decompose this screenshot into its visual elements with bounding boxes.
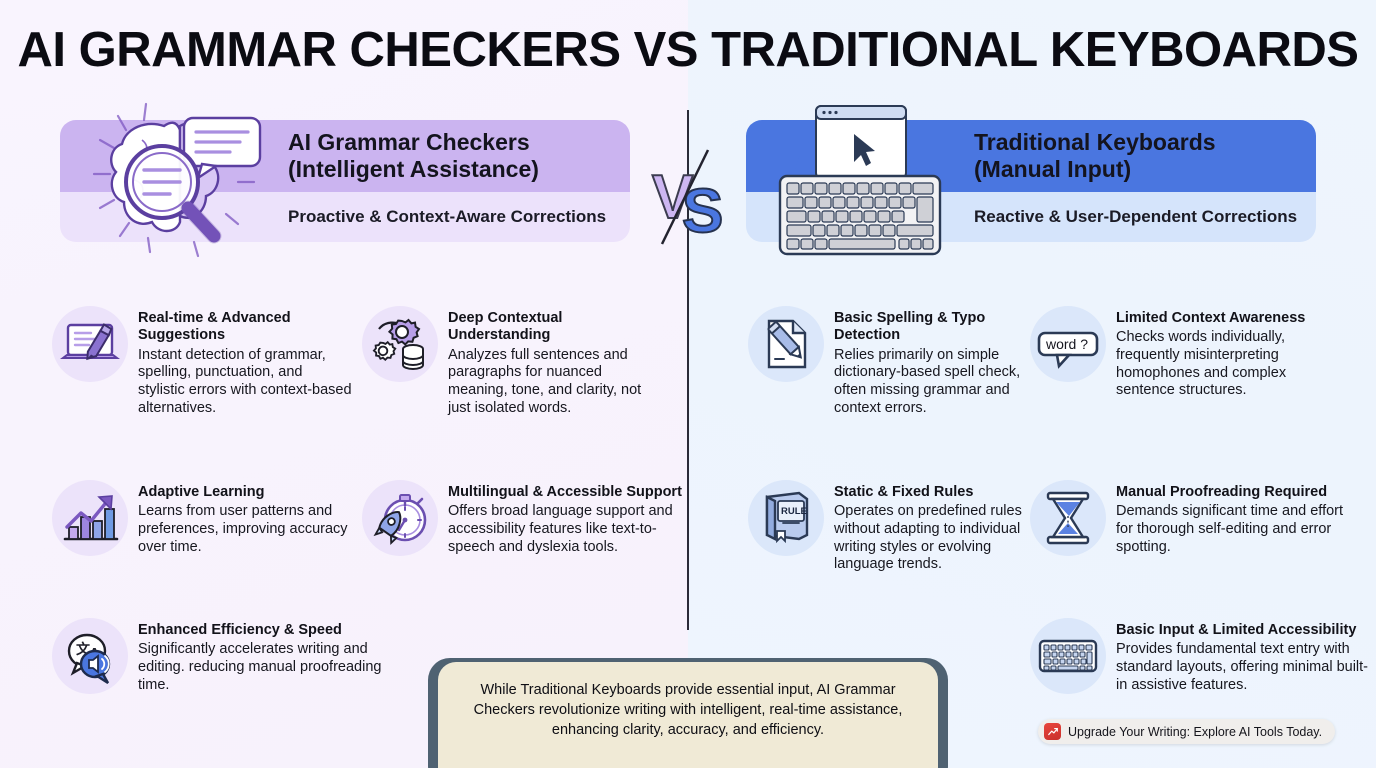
feature-body: Significantly accelerates writing and ed… <box>138 641 382 693</box>
feature-item: Adaptive Learning Learns from user patte… <box>52 480 352 556</box>
rule-book-text: RULE <box>781 506 807 517</box>
feature-body: Learns from user patterns and preference… <box>138 503 348 555</box>
page-title: AI GRAMMAR CHECKERS VS TRADITIONAL KEYBO… <box>17 23 1359 77</box>
word-bubble-text: word ? <box>1045 336 1088 352</box>
feature-item: RULE Static & Fixed Rules Operates on pr… <box>748 480 1048 574</box>
growth-chart-icon <box>52 480 128 556</box>
feature-heading: Adaptive Learning <box>138 484 265 500</box>
right-panel-header-bottom: Reactive & User-Dependent Corrections <box>746 192 1316 242</box>
feature-text: Real-time & Advanced Suggestions Instant… <box>138 306 352 418</box>
feature-item: Basic Input & Limited Accessibility Prov… <box>1030 618 1370 694</box>
rocket-stopwatch-icon <box>362 480 438 556</box>
feature-text: Enhanced Efficiency & Speed Significantl… <box>138 618 382 694</box>
left-panel-title-line2: (Intelligent Assistance) <box>288 156 539 182</box>
cta-badge[interactable]: Upgrade Your Writing: Explore AI Tools T… <box>1038 719 1336 744</box>
feature-heading: Basic Input & Limited Accessibility <box>1116 622 1357 638</box>
left-panel-title: AI Grammar Checkers (Intelligent Assista… <box>288 129 539 183</box>
document-pencil-icon <box>748 306 824 382</box>
laptop-pen-icon <box>52 306 128 382</box>
right-panel-title-line1: Traditional Keyboards <box>974 128 1216 155</box>
vs-badge: V S <box>650 140 728 250</box>
left-panel-header-bottom: Proactive & Context-Aware Corrections <box>60 192 630 242</box>
right-panel-title: Traditional Keyboards (Manual Input) <box>974 129 1216 183</box>
feature-heading: Manual Proofreading Required <box>1116 484 1328 500</box>
feature-heading: Real-time & Advanced Suggestions <box>138 310 291 344</box>
conclusion-text: While Traditional Keyboards provide esse… <box>473 682 903 738</box>
left-panel-subtitle: Proactive & Context-Aware Corrections <box>288 207 607 226</box>
feature-body: Analyzes full sentences and paragraphs f… <box>448 346 642 416</box>
right-panel-header-top: Traditional Keyboards (Manual Input) <box>746 120 1316 192</box>
feature-body: Relies primarily on simple dictionary-ba… <box>834 346 1021 416</box>
feature-item: Basic Spelling & Typo Detection Relies p… <box>748 306 1048 418</box>
feature-text: Manual Proofreading Required Demands sig… <box>1116 480 1350 556</box>
right-panel-title-line2: (Manual Input) <box>974 156 1132 182</box>
svg-text:S: S <box>682 177 723 246</box>
gears-database-icon <box>362 306 438 382</box>
feature-body: Demands significant time and effort for … <box>1116 503 1344 555</box>
feature-heading: Deep Contextual Understanding <box>448 310 563 344</box>
feature-text: Limited Context Awareness Checks words i… <box>1116 306 1330 400</box>
keyboard-icon <box>1030 618 1106 694</box>
feature-text: Adaptive Learning Learns from user patte… <box>138 480 352 556</box>
feature-heading: Multilingual & Accessible Support <box>448 484 682 500</box>
left-panel-header: AI Grammar Checkers (Intelligent Assista… <box>60 120 630 242</box>
feature-body: Offers broad language support and access… <box>448 503 673 555</box>
translate-speaker-icon: 文 A <box>52 618 128 694</box>
feature-item: Deep Contextual Understanding Analyzes f… <box>362 306 662 418</box>
feature-text: Static & Fixed Rules Operates on predefi… <box>834 480 1048 574</box>
feature-item: 文 A Enhanced Efficiency & Speed Signific… <box>52 618 382 694</box>
left-panel-header-top: AI Grammar Checkers (Intelligent Assista… <box>60 120 630 192</box>
feature-body: Checks words individually, frequently mi… <box>1116 329 1287 399</box>
rule-book-icon: RULE <box>748 480 824 556</box>
word-question-bubble-icon: word ? <box>1030 306 1106 382</box>
cta-label: Upgrade Your Writing: Explore AI Tools T… <box>1068 724 1323 739</box>
feature-body: Instant detection of grammar, spelling, … <box>138 346 352 416</box>
feature-text: Deep Contextual Understanding Analyzes f… <box>448 306 662 418</box>
feature-heading: Limited Context Awareness <box>1116 310 1306 326</box>
conclusion-box: While Traditional Keyboards provide esse… <box>438 662 938 768</box>
feature-body: Provides fundamental text entry with sta… <box>1116 641 1368 693</box>
chart-trend-icon <box>1044 723 1061 740</box>
feature-heading: Basic Spelling & Typo Detection <box>834 310 986 344</box>
right-panel-subtitle: Reactive & User-Dependent Corrections <box>974 207 1298 226</box>
feature-item: Multilingual & Accessible Support Offers… <box>362 480 687 556</box>
feature-item: Real-time & Advanced Suggestions Instant… <box>52 306 352 418</box>
feature-heading: Enhanced Efficiency & Speed <box>138 622 342 638</box>
feature-text: Basic Input & Limited Accessibility Prov… <box>1116 618 1370 694</box>
right-panel-header: Traditional Keyboards (Manual Input) Rea… <box>746 120 1316 242</box>
feature-text: Multilingual & Accessible Support Offers… <box>448 480 687 556</box>
feature-heading: Static & Fixed Rules <box>834 484 974 500</box>
hourglass-icon <box>1030 480 1106 556</box>
feature-body: Operates on predefined rules without ada… <box>834 503 1022 573</box>
left-panel-title-line1: AI Grammar Checkers <box>288 128 530 155</box>
feature-text: Basic Spelling & Typo Detection Relies p… <box>834 306 1048 418</box>
feature-item: Manual Proofreading Required Demands sig… <box>1030 480 1350 556</box>
feature-item: word ? Limited Context Awareness Checks … <box>1030 306 1330 400</box>
center-divider <box>687 110 689 630</box>
